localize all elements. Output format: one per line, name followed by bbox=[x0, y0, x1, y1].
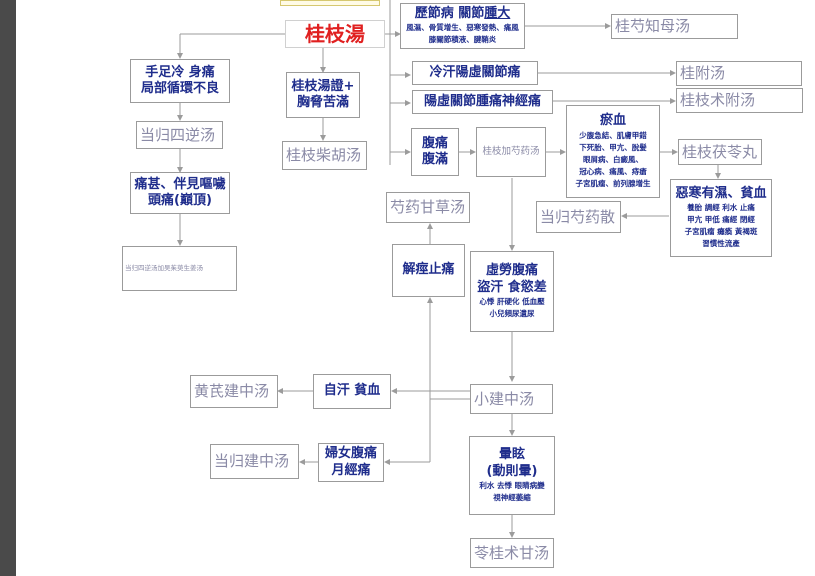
fuke-line1: 婦女腹痛 bbox=[324, 446, 377, 462]
yuxue-line: 冠心病、痛風、痔瘡 bbox=[579, 166, 647, 176]
yunxuan-box: 暈眩 (動則暈) 利水 去悸 眼睛病變 視神經萎縮 bbox=[469, 436, 555, 515]
yuxue-line: 子宮肌瘤、前列腺增生 bbox=[575, 178, 651, 188]
tongshen-box: 痛甚、伴見嘔噦 頭痛(巔頂) bbox=[130, 172, 230, 214]
fuke-line2: 月經痛 bbox=[331, 462, 371, 478]
yunxuan-line1: 暈眩 bbox=[498, 447, 525, 463]
herb-zhimu-text: 桂芍知母汤 bbox=[615, 17, 691, 36]
zihan-box: 自汗 貧血 bbox=[313, 374, 391, 409]
herb-linggui: 苓桂术甘汤 bbox=[470, 538, 554, 568]
herb-huangqi-text: 黄芪建中汤 bbox=[194, 382, 270, 401]
tongshen-line2: 頭痛(巔頂) bbox=[148, 193, 212, 208]
shouzu-line2: 局部循環不良 bbox=[140, 81, 219, 96]
ehan-line: 習慣性流產 bbox=[702, 239, 740, 249]
herb-fuzi: 桂附汤 bbox=[676, 61, 802, 86]
herb-danggui-shaoyao: 当归芍药散 bbox=[536, 201, 621, 233]
ehan-line: 養胎 調經 利水 止痛 bbox=[687, 203, 755, 213]
xulao-box: 虛勞腹痛 盜汗 食慾差 心悸 肝硬化 低血壓 小兒頻尿遺尿 bbox=[470, 251, 554, 332]
abdomen-line1: 腹痛 bbox=[421, 135, 448, 151]
lijie-box: 歷節病 關節腫大 風濕、骨質增生、惡寒發熱、痛風 膝關節積液、腱鞘炎 bbox=[400, 3, 525, 49]
herb-danggui-jian: 当归建中汤 bbox=[210, 444, 299, 479]
yangxu-box: 陽虛關節腫痛神經痛 bbox=[412, 90, 553, 114]
herb-gancao-text: 芍药甘草汤 bbox=[390, 198, 466, 217]
herb-zhufu: 桂枝术附汤 bbox=[676, 88, 803, 113]
abdomen-line2: 腹滿 bbox=[421, 152, 448, 167]
guizhi-zheng-line1: 桂枝湯證+ bbox=[291, 78, 355, 94]
lijie-title: 歷節病 關節腫大 bbox=[415, 6, 511, 22]
lijie-title-a: 歷節病 關節 bbox=[414, 5, 485, 21]
yangxu-text: 陽虛關節腫痛神經痛 bbox=[423, 93, 541, 109]
herb-xiaojian: 小建中汤 bbox=[470, 384, 553, 414]
ehan-line: 子宮肌瘤 癱瘓 黃褐斑 bbox=[684, 227, 758, 237]
herb-chaihu: 桂枝柴胡汤 bbox=[282, 141, 367, 170]
yunxuan-line4: 視神經萎縮 bbox=[493, 492, 531, 502]
xulao-line4: 小兒頻尿遺尿 bbox=[489, 308, 535, 318]
xulao-line3: 心悸 肝硬化 低血壓 bbox=[479, 296, 545, 306]
center-title: 桂枝湯 bbox=[285, 20, 385, 48]
guizhi-zheng-line2: 胸脅苦滿 bbox=[296, 95, 349, 110]
tongshen-line1: 痛甚、伴見嘔噦 bbox=[134, 176, 226, 192]
shouzu-box: 手足冷 身痛 局部循環不良 bbox=[130, 59, 230, 103]
yuxue-title: 瘀血 bbox=[599, 113, 626, 129]
xulao-line1: 虛勞腹痛 bbox=[485, 263, 538, 279]
jiejing-text: 解痙止痛 bbox=[402, 262, 455, 278]
ehan-title: 惡寒有濕、貧血 bbox=[675, 185, 767, 201]
herb-linggui-text: 苓桂术甘汤 bbox=[474, 543, 550, 562]
yuxue-box: 瘀血 少腹急結、肌膚甲錯 下死胎、甲亢、脫髮 眼屑病、白癜風、 冠心病、痛風、痔… bbox=[566, 105, 660, 198]
xulao-line2: 盜汗 食慾差 bbox=[477, 279, 547, 295]
shouzu-line1: 手足冷 身痛 bbox=[145, 64, 215, 80]
herb-fuzi-text: 桂附汤 bbox=[680, 64, 726, 83]
herb-xiaojian-text: 小建中汤 bbox=[474, 389, 535, 408]
cold-sweat-box: 冷汗陽虛關節痛 bbox=[412, 61, 538, 85]
herb-sini-text: 当归四逆汤 bbox=[140, 125, 216, 144]
guizhi-zheng-box: 桂枝湯證+ 胸脅苦滿 bbox=[286, 72, 360, 118]
herb-shaoyao: 桂枝加芍药汤 bbox=[476, 127, 546, 177]
lijie-line2: 膝關節積液、腱鞘炎 bbox=[428, 35, 497, 45]
herb-zhimu: 桂芍知母汤 bbox=[611, 14, 738, 39]
cold-sweat-text: 冷汗陽虛關節痛 bbox=[429, 64, 521, 80]
herb-wuzhuyu-text: 当归四逆汤加吴茱萸生姜汤 bbox=[125, 264, 203, 273]
herb-danggui-jian-text: 当归建中汤 bbox=[214, 452, 290, 471]
herb-gancao: 芍药甘草汤 bbox=[386, 192, 470, 223]
herb-chaihu-text: 桂枝柴胡汤 bbox=[286, 146, 362, 165]
yunxuan-line2: (動則暈) bbox=[486, 463, 538, 479]
herb-shaoyao-text: 桂枝加芍药汤 bbox=[482, 146, 540, 158]
fuke-box: 婦女腹痛 月經痛 bbox=[318, 443, 384, 482]
top-stub-box bbox=[280, 0, 380, 6]
herb-fuling-text: 桂枝茯苓丸 bbox=[682, 142, 758, 161]
herb-fuling: 桂枝茯苓丸 bbox=[678, 139, 762, 165]
ehan-box: 惡寒有濕、貧血 養胎 調經 利水 止痛 甲亢 甲低 痛經 閉經 子宮肌瘤 癱瘓 … bbox=[670, 179, 772, 257]
herb-huangqi: 黄芪建中汤 bbox=[190, 375, 278, 408]
herb-danggui-shaoyao-text: 当归芍药散 bbox=[540, 207, 616, 226]
yuxue-line: 下死胎、甲亢、脫髮 bbox=[579, 142, 647, 152]
abdomen-box: 腹痛 腹滿 bbox=[411, 128, 459, 176]
yuxue-line: 眼屑病、白癜風、 bbox=[583, 154, 643, 164]
yuxue-line: 少腹急結、肌膚甲錯 bbox=[579, 130, 647, 140]
yunxuan-line3: 利水 去悸 眼睛病變 bbox=[479, 480, 545, 490]
center-title-text: 桂枝湯 bbox=[305, 21, 365, 46]
zihan-text: 自汗 貧血 bbox=[323, 383, 381, 399]
herb-zhufu-text: 桂枝术附汤 bbox=[680, 91, 756, 110]
window-left-edge bbox=[0, 0, 16, 576]
ehan-line: 甲亢 甲低 痛經 閉經 bbox=[687, 215, 755, 225]
lijie-line1: 風濕、骨質增生、惡寒發熱、痛風 bbox=[406, 23, 519, 33]
lijie-title-b: 腫大 bbox=[484, 5, 511, 21]
herb-wuzhuyu: 当归四逆汤加吴茱萸生姜汤 bbox=[122, 246, 237, 291]
herb-sini: 当归四逆汤 bbox=[136, 121, 223, 149]
jiejing-box: 解痙止痛 bbox=[392, 244, 465, 297]
